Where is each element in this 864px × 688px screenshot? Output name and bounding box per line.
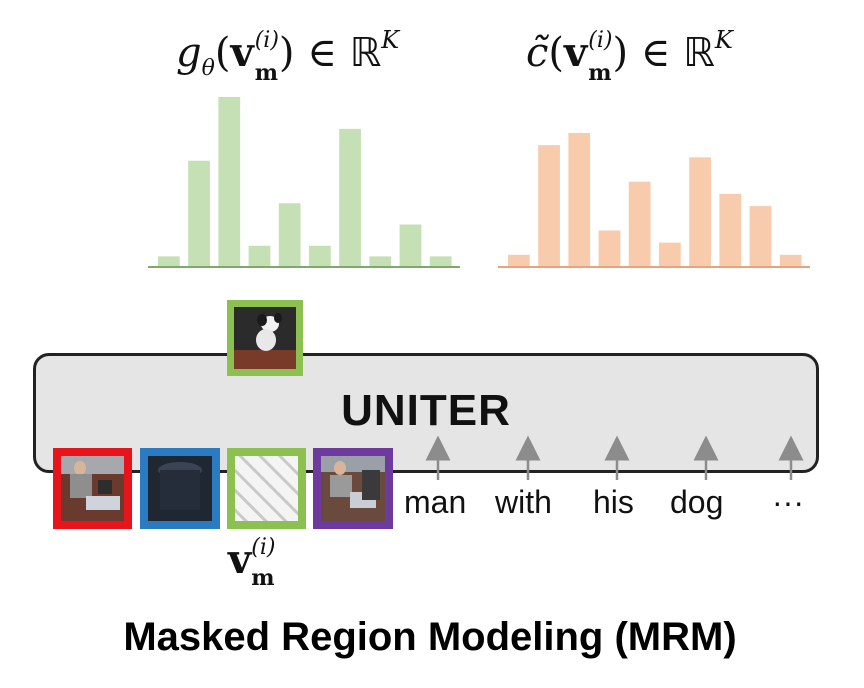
- bar: [429, 256, 452, 267]
- token-arrows: [425, 435, 804, 480]
- bar: [399, 224, 422, 267]
- bar: [659, 242, 681, 267]
- bar: [538, 145, 560, 267]
- bar: [218, 97, 241, 267]
- bar: [689, 157, 711, 267]
- formula-target: c̃(v(i)m) ∈ ℝK: [526, 26, 733, 86]
- token-ellipsis: ···: [772, 484, 804, 520]
- token-with: with: [495, 484, 552, 520]
- masked-region-hatch-icon: [235, 456, 298, 521]
- bar: [508, 254, 530, 267]
- distribution-charts: [148, 97, 810, 268]
- diagram-title: Masked Region Modeling (MRM): [123, 615, 737, 659]
- masked-region-label: v(i)m: [228, 535, 276, 591]
- predicted-distribution-chart: [148, 97, 460, 268]
- token-his: his: [593, 484, 634, 520]
- bar: [369, 256, 392, 267]
- token-man: man: [404, 484, 467, 520]
- region-masked: [227, 448, 306, 529]
- bar: [598, 230, 621, 267]
- bar: [568, 133, 591, 267]
- token-dog: dog: [670, 484, 724, 520]
- bar: [158, 256, 180, 267]
- region-dark-object: [140, 448, 220, 529]
- bar: [188, 160, 210, 267]
- region-man-sitting: [313, 448, 393, 529]
- bar: [309, 245, 331, 267]
- bar: [278, 203, 301, 267]
- output-dog-region: [227, 300, 303, 376]
- formula-predicted: gθ(v(i)m) ∈ ℝK: [176, 26, 400, 86]
- bar: [719, 193, 742, 267]
- bar: [779, 254, 802, 267]
- target-distribution-chart: [498, 133, 810, 268]
- uniter-label: UNITER: [341, 386, 511, 435]
- bar: [339, 128, 361, 267]
- bar: [749, 206, 772, 267]
- bar: [628, 181, 651, 267]
- bar: [248, 245, 271, 267]
- region-man-on-couch: [53, 448, 132, 529]
